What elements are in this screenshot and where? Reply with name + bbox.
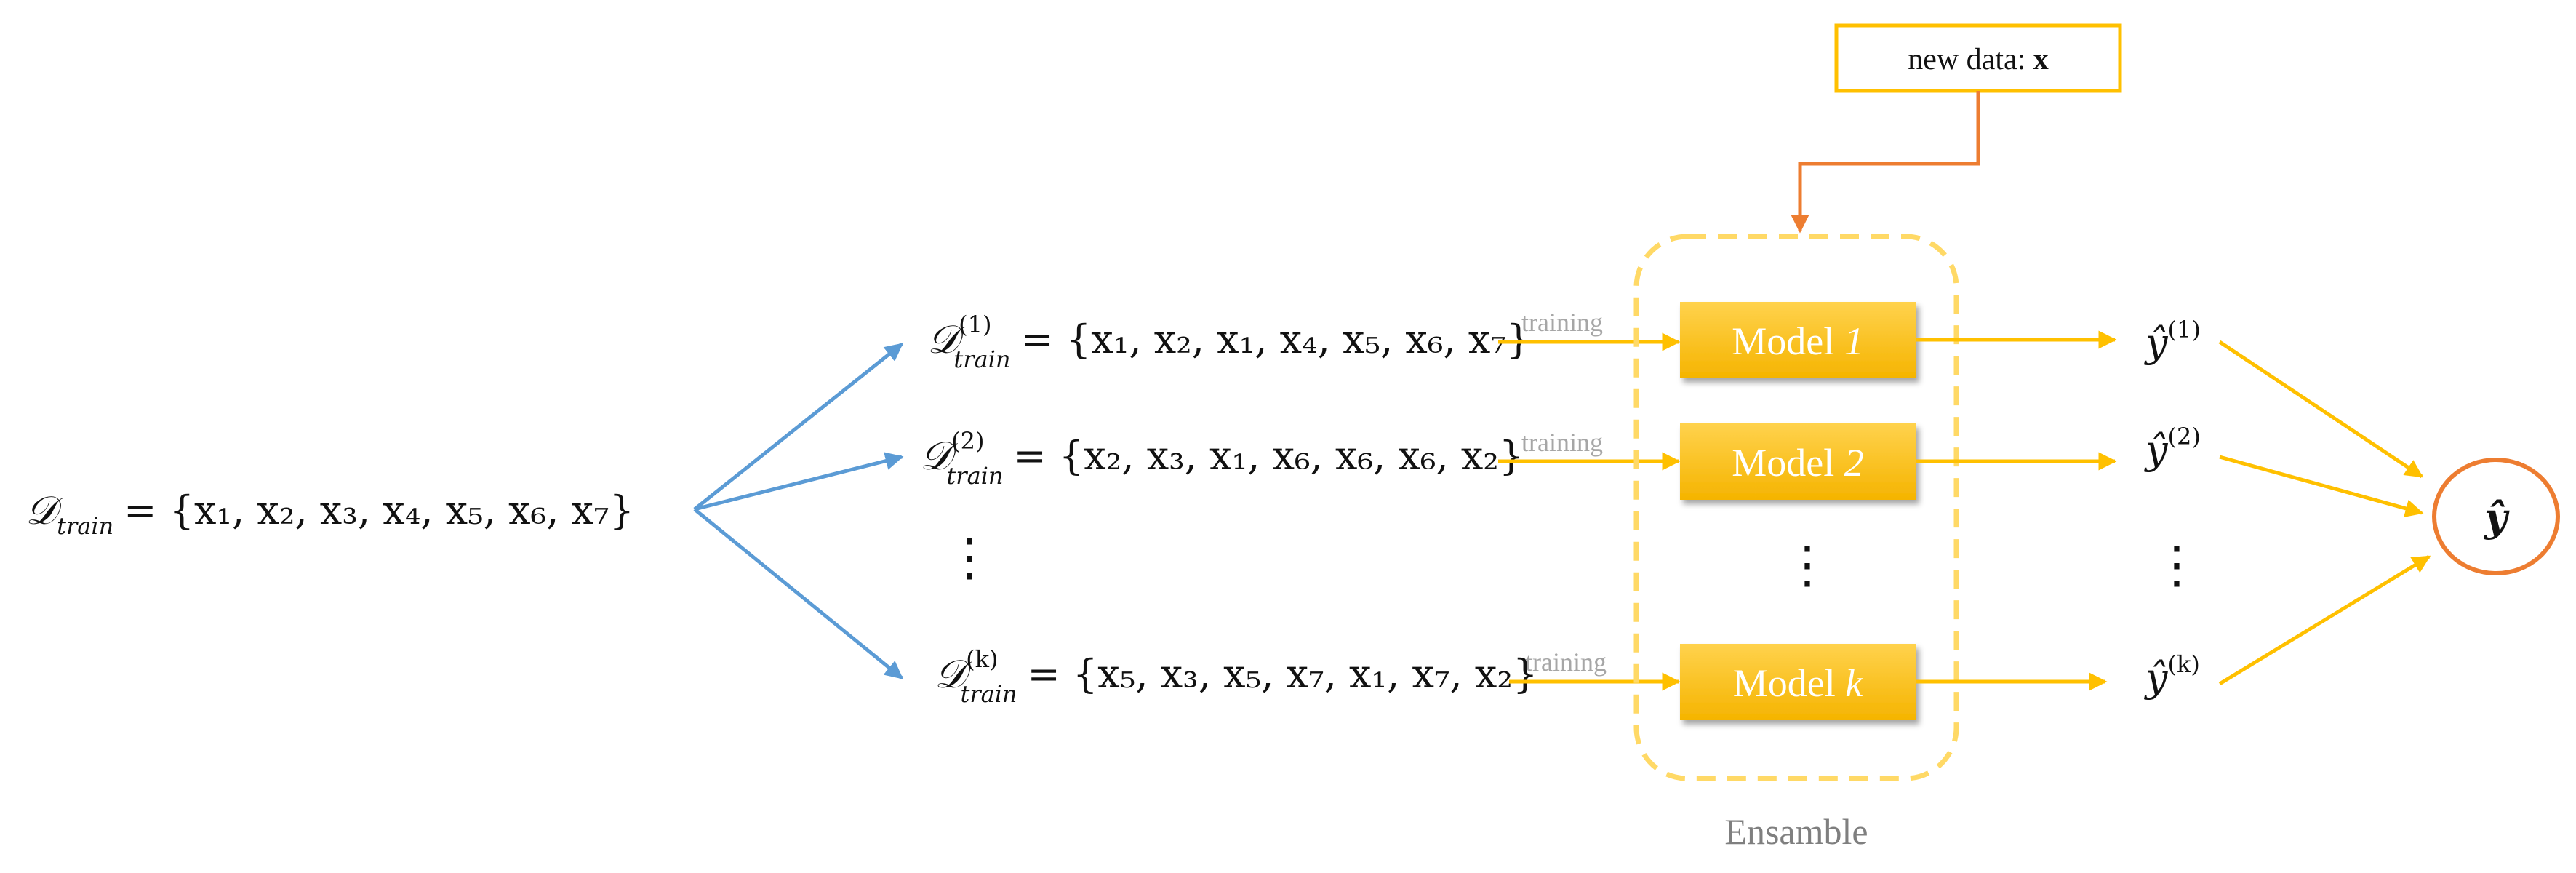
training-arrows: training training training [1498, 308, 1681, 691]
model-1: Model 1 [1680, 302, 1916, 378]
svg-text:ŷ(k): ŷ(k) [2144, 650, 2200, 701]
prediction-arrows [1916, 330, 2117, 691]
sample-k-superscript: (k) [966, 645, 998, 673]
sample-1-superscript: (1) [959, 311, 991, 338]
model-2-index: 2 [1844, 441, 1864, 485]
model-2: Model 2 [1680, 423, 1916, 500]
final-output-circle [2432, 458, 2560, 575]
bootstrap-arrow-1 [693, 343, 903, 511]
svg-text:𝒟(1)train= {x₁, x₂, x₁, x₄, x: 𝒟(1)train= {x₁, x₂, x₁, x₄, x₅, x₆, x₇} [927, 311, 1531, 373]
bootstrap-arrow-2 [694, 452, 904, 511]
aggregation-arrow-1 [2218, 340, 2424, 479]
new-data-value: x [2033, 43, 2049, 76]
model-1-box [1680, 302, 1916, 378]
prediction-k: ŷ(k) [2144, 650, 2200, 701]
bootstrap-sample-k: 𝒟(k)train= {x₅, x₃, x₅, x₇, x₁, x₇, x₂} [935, 645, 1537, 708]
sample-2-elements: = {x₂, x₃, x₁, x₆, x₆, x₆, x₂} [1014, 433, 1524, 479]
prediction-1: ŷ(1) [2144, 316, 2201, 366]
new-data: new data: x [1791, 23, 2122, 234]
bootstrap-arrows [693, 343, 904, 679]
final-output-symbol: ŷ [2484, 494, 2510, 541]
training-label-k: training [1525, 647, 1607, 677]
prediction-2-superscript: (2) [2168, 423, 2201, 450]
bootstrap-arrow-k [693, 508, 903, 679]
svg-text:ŷ(2): ŷ(2) [2144, 423, 2201, 473]
new-data-arrow [1791, 91, 1980, 234]
sample-2-subscript: train [946, 462, 1003, 490]
model-k-prefix: Model [1733, 661, 1846, 705]
new-data-label: new data: [1908, 43, 2033, 76]
sample-2-superscript: (2) [951, 427, 984, 455]
aggregation-arrows [2218, 340, 2431, 686]
model-k-box [1680, 644, 1916, 720]
svg-text:ŷ(1): ŷ(1) [2144, 316, 2201, 366]
ensemble-group [1633, 234, 1959, 781]
samples-ellipsis: ⋮ [944, 527, 995, 587]
sample-k-subscript: train [960, 680, 1017, 708]
dataset-elements: = {x₁, x₂, x₃, x₄, x₅, x₆, x₇} [124, 487, 634, 533]
svg-text:Model 2: Model 2 [1732, 441, 1864, 485]
final-output: ŷ [2432, 458, 2560, 575]
prediction-2: ŷ(2) [2144, 423, 2201, 473]
model-k: Model k [1680, 644, 1916, 720]
svg-text:𝒟train= {x₁, x₂, x₃, x₄, x₅,: 𝒟train= {x₁, x₂, x₃, x₄, x₅, x₆, x₇} [25, 487, 634, 540]
training-label-1: training [1521, 308, 1603, 337]
prediction-1-symbol: ŷ [2144, 320, 2169, 366]
training-label-2: training [1521, 428, 1603, 457]
model-1-prefix: Model [1732, 319, 1844, 363]
aggregation-arrow-2 [2219, 455, 2424, 518]
svg-text:𝒟(k)train= {x₅, x₃, x₅, x₇, x: 𝒟(k)train= {x₅, x₃, x₅, x₇, x₁, x₇, x₂} [935, 645, 1537, 708]
sample-1-subscript: train [953, 346, 1010, 373]
dataset-subscript: train [57, 512, 113, 540]
new-data-box [1834, 23, 2122, 93]
predictions-ellipsis: ⋮ [2151, 535, 2202, 594]
model-2-box [1680, 423, 1916, 500]
svg-text:Model 1: Model 1 [1732, 319, 1864, 363]
bootstrap-sample-2: 𝒟(2)train= {x₂, x₃, x₁, x₆, x₆, x₆, x₂} [920, 427, 1524, 490]
models-ellipsis: ⋮ [1782, 535, 1833, 594]
model-1-index: 1 [1844, 319, 1864, 363]
svg-text:new data: x: new data: x [1908, 43, 2049, 76]
model-2-prefix: Model [1732, 441, 1844, 485]
prediction-k-superscript: (k) [2168, 650, 2200, 678]
aggregation-arrow-k [2218, 554, 2431, 686]
full-dataset: 𝒟train= {x₁, x₂, x₃, x₄, x₅, x₆, x₇} [25, 487, 634, 540]
prediction-2-symbol: ŷ [2144, 427, 2169, 473]
sample-k-elements: = {x₅, x₃, x₅, x₇, x₁, x₇, x₂} [1028, 651, 1538, 697]
sample-1-elements: = {x₁, x₂, x₁, x₄, x₅, x₆, x₇} [1021, 316, 1532, 362]
svg-text:𝒟(2)train= {x₂, x₃, x₁, x₆, x: 𝒟(2)train= {x₂, x₃, x₁, x₆, x₆, x₆, x₂} [920, 427, 1524, 490]
prediction-k-symbol: ŷ [2144, 655, 2169, 701]
bootstrap-sample-1: 𝒟(1)train= {x₁, x₂, x₁, x₄, x₅, x₆, x₇} [927, 311, 1531, 373]
prediction-1-superscript: (1) [2168, 316, 2201, 343]
svg-text:Model k: Model k [1733, 661, 1864, 705]
model-k-index: k [1845, 661, 1863, 705]
ensemble-label: Ensamble [1724, 811, 1868, 852]
